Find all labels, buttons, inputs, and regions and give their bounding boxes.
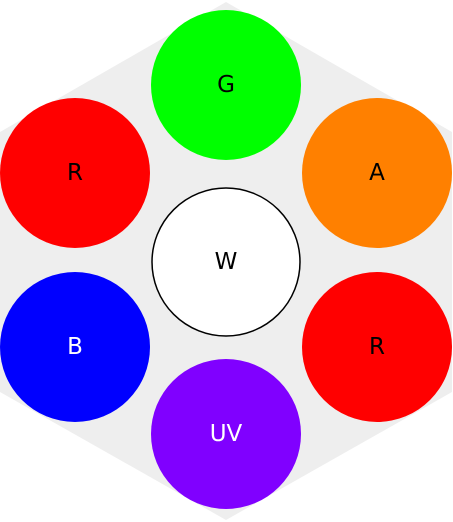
led-green-label: G [217,72,235,98]
led-red-right-circle [302,272,452,422]
led-blue-circle [0,272,150,422]
led-uv-circle [151,359,301,509]
led-green-circle [151,10,301,160]
led-uv: UV [151,359,301,509]
led-red-left-circle [0,98,150,248]
led-blue-label: B [67,334,83,360]
led-red-right-label: R [369,334,385,360]
led-uv-label: UV [210,421,243,447]
led-amber-circle [302,98,452,248]
led-red-left-label: R [67,160,83,186]
led-blue: B [0,272,150,422]
led-amber: A [302,98,452,248]
led-white: W [151,187,301,337]
led-green: G [151,10,301,160]
led-white-label: W [215,249,238,275]
led-red-left: R [0,98,150,248]
led-amber-label: A [369,160,385,186]
led-red-right: R [302,272,452,422]
led-white-circle [151,187,301,337]
